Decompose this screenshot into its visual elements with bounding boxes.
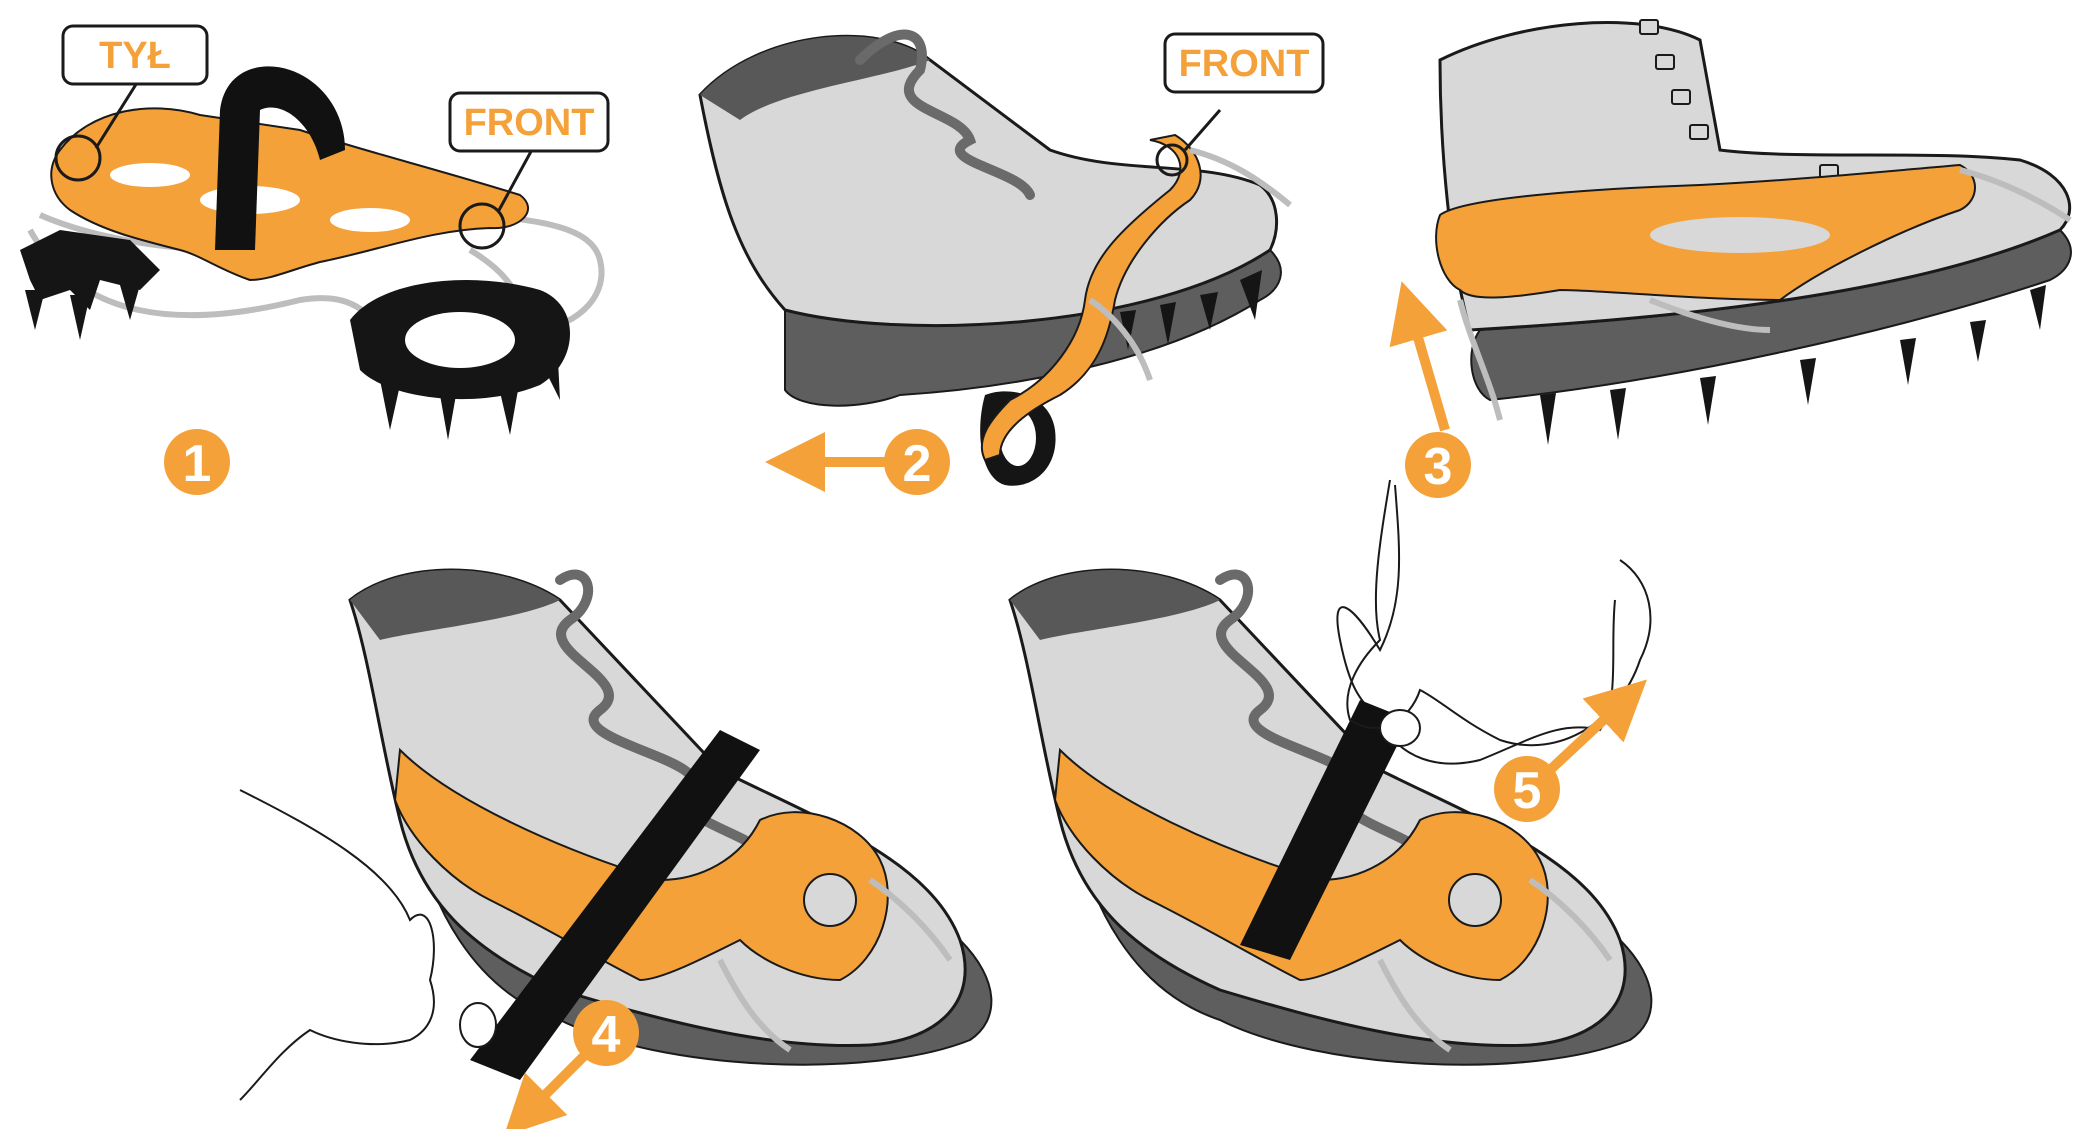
- step-1-badge: [164, 429, 230, 495]
- front-label-1: FRONT: [448, 91, 610, 153]
- strap: [215, 66, 345, 250]
- panel-1: TYŁ FRONT 1: [20, 24, 610, 495]
- step-4-number: 4: [592, 1006, 621, 1064]
- step-2-number: 2: [903, 435, 932, 493]
- step-3-badge: [1405, 432, 1471, 498]
- crampon-frame: [980, 133, 1202, 462]
- back-label: TYŁ: [61, 24, 209, 86]
- panel-5: 5: [1008, 479, 1653, 1066]
- step-1-number: 1: [183, 435, 212, 493]
- back-label-text: TYŁ: [99, 35, 171, 77]
- panel-2: FRONT 2: [698, 29, 1325, 495]
- strap: [470, 730, 760, 1080]
- hand-icon: [1346, 479, 1652, 747]
- arrow-icon: [1546, 679, 1647, 774]
- step-3-number: 3: [1424, 438, 1453, 496]
- strap: [1240, 700, 1410, 960]
- panel-3: 3: [1336, 19, 2072, 765]
- arrow-icon: [1389, 281, 1450, 432]
- front-label-2: FRONT: [1163, 32, 1325, 94]
- panel-4: 4: [239, 568, 993, 1129]
- front-label-1-text: FRONT: [464, 102, 595, 144]
- front-label-2-text: FRONT: [1179, 43, 1310, 85]
- hand-icon: [239, 789, 435, 1101]
- step-5-number: 5: [1513, 762, 1542, 820]
- crampon-spikes: [1540, 285, 2046, 445]
- crampon-icon: [20, 230, 570, 440]
- step-2-badge: [884, 429, 950, 495]
- arrow-icon: [503, 1046, 594, 1129]
- step-4-badge: [573, 1000, 639, 1066]
- step-5-badge: [1494, 756, 1560, 822]
